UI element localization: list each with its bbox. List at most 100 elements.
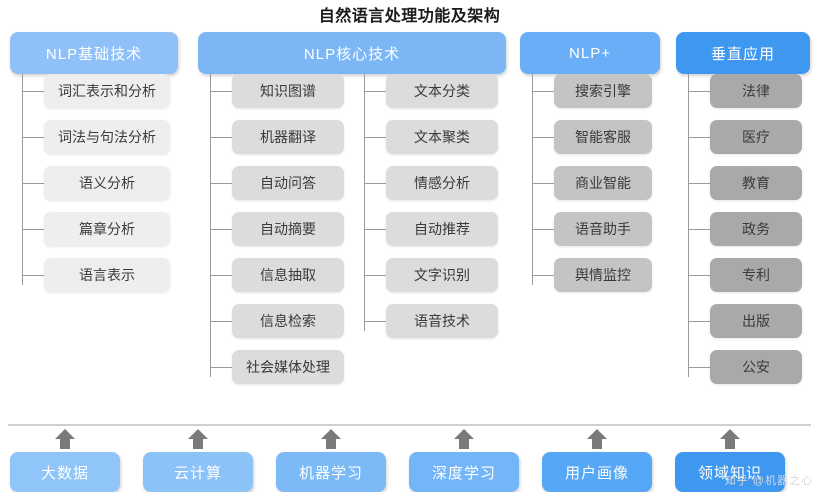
item-label: 社会媒体处理 (246, 359, 330, 375)
column-header-nlp-basic[interactable]: NLP基础技术 (10, 32, 178, 74)
item-box[interactable]: 语音技术 (386, 304, 498, 338)
item-label: 商业智能 (575, 175, 631, 191)
foundation-row: 大数据 云计算 机器学习 深度学习 用户画像 领域知识 (0, 428, 819, 492)
branch-stem (688, 74, 689, 377)
foundation-box[interactable]: 机器学习 (276, 452, 386, 492)
column-header-label: NLP基础技术 (45, 45, 143, 63)
item-box[interactable]: 语言表示 (44, 258, 170, 292)
list-item: 自动推荐 (352, 212, 506, 246)
foundation-label: 大数据 (40, 464, 89, 482)
item-box[interactable]: 词法与句法分析 (44, 120, 170, 154)
arrow-up-icon (187, 428, 209, 450)
connector-line (210, 91, 232, 92)
item-label: 信息检索 (260, 313, 316, 329)
foundation-item: 云计算 (143, 428, 253, 492)
connector-line (688, 321, 710, 322)
column-header-nlp-core[interactable]: NLP核心技术 (198, 32, 506, 74)
item-box[interactable]: 篇章分析 (44, 212, 170, 246)
column-header-vertical-app[interactable]: 垂直应用 (676, 32, 810, 74)
item-box[interactable]: 舆情监控 (554, 258, 652, 292)
item-box[interactable]: 机器翻译 (232, 120, 344, 154)
list-item: 语言表示 (10, 258, 178, 292)
item-box[interactable]: 法律 (710, 74, 802, 108)
item-label: 词法与句法分析 (58, 129, 156, 145)
item-box[interactable]: 知识图谱 (232, 74, 344, 108)
item-box[interactable]: 文本聚类 (386, 120, 498, 154)
branch-group: 词汇表示和分析词法与句法分析语义分析篇章分析语言表示 (10, 74, 178, 304)
item-box[interactable]: 搜索引擎 (554, 74, 652, 108)
foundation-box[interactable]: 用户画像 (542, 452, 652, 492)
item-box[interactable]: 社会媒体处理 (232, 350, 344, 384)
column-vertical-app: 垂直应用法律医疗教育政务专利出版公安 (676, 32, 810, 396)
foundation-box[interactable]: 云计算 (143, 452, 253, 492)
connector-line (364, 321, 386, 322)
connector-line (688, 183, 710, 184)
item-box[interactable]: 智能客服 (554, 120, 652, 154)
connector-line (532, 91, 554, 92)
item-box[interactable]: 医疗 (710, 120, 802, 154)
column-header-label: 垂直应用 (710, 45, 775, 63)
item-box[interactable]: 自动推荐 (386, 212, 498, 246)
foundation-label: 深度学习 (431, 464, 496, 482)
item-box[interactable]: 词汇表示和分析 (44, 74, 170, 108)
item-box[interactable]: 信息抽取 (232, 258, 344, 292)
arrow-up-icon (453, 428, 475, 450)
item-box[interactable]: 文本分类 (386, 74, 498, 108)
connector-line (364, 275, 386, 276)
connector-line (364, 137, 386, 138)
list-item: 公安 (676, 350, 810, 384)
section-divider (8, 424, 811, 426)
connector-line (688, 91, 710, 92)
connector-line (688, 137, 710, 138)
list-item: 词汇表示和分析 (10, 74, 178, 108)
item-box[interactable]: 自动问答 (232, 166, 344, 200)
item-label: 舆情监控 (575, 267, 631, 283)
list-item: 信息检索 (198, 304, 352, 338)
list-item: 教育 (676, 166, 810, 200)
item-box[interactable]: 自动摘要 (232, 212, 344, 246)
item-box[interactable]: 政务 (710, 212, 802, 246)
connector-line (210, 275, 232, 276)
foundation-item: 大数据 (10, 428, 120, 492)
list-item: 语音助手 (520, 212, 660, 246)
item-label: 情感分析 (414, 175, 470, 191)
foundation-label: 机器学习 (298, 464, 363, 482)
item-box[interactable]: 信息检索 (232, 304, 344, 338)
item-label: 医疗 (742, 129, 770, 145)
item-box[interactable]: 情感分析 (386, 166, 498, 200)
item-label: 知识图谱 (260, 83, 316, 99)
arrow-up-icon (320, 428, 342, 450)
item-box[interactable]: 教育 (710, 166, 802, 200)
column-header-nlp-plus[interactable]: NLP+ (520, 32, 660, 74)
item-box[interactable]: 商业智能 (554, 166, 652, 200)
foundation-item: 深度学习 (409, 428, 519, 492)
item-box[interactable]: 文字识别 (386, 258, 498, 292)
item-box[interactable]: 语义分析 (44, 166, 170, 200)
foundation-box[interactable]: 领域知识 (675, 452, 785, 492)
item-label: 公安 (742, 359, 770, 375)
watermark: 知乎 @机器之心 (724, 475, 813, 487)
item-label: 文字识别 (414, 267, 470, 283)
list-item: 自动摘要 (198, 212, 352, 246)
item-box[interactable]: 公安 (710, 350, 802, 384)
item-label: 语音助手 (575, 221, 631, 237)
item-label: 机器翻译 (260, 129, 316, 145)
foundation-box[interactable]: 深度学习 (409, 452, 519, 492)
foundation-item: 用户画像 (542, 428, 652, 492)
connector-line (364, 91, 386, 92)
item-label: 出版 (742, 313, 770, 329)
list-item: 信息抽取 (198, 258, 352, 292)
branch-stem (210, 74, 211, 377)
branch-group: 知识图谱机器翻译自动问答自动摘要信息抽取信息检索社会媒体处理 (198, 74, 352, 396)
list-item: 篇章分析 (10, 212, 178, 246)
item-box[interactable]: 出版 (710, 304, 802, 338)
page-title: 自然语言处理功能及架构 (318, 8, 501, 25)
foundation-label: 领域知识 (697, 464, 762, 482)
item-box[interactable]: 专利 (710, 258, 802, 292)
list-item: 舆情监控 (520, 258, 660, 292)
connector-line (210, 229, 232, 230)
item-box[interactable]: 语音助手 (554, 212, 652, 246)
foundation-box[interactable]: 大数据 (10, 452, 120, 492)
list-item: 智能客服 (520, 120, 660, 154)
list-item: 文字识别 (352, 258, 506, 292)
